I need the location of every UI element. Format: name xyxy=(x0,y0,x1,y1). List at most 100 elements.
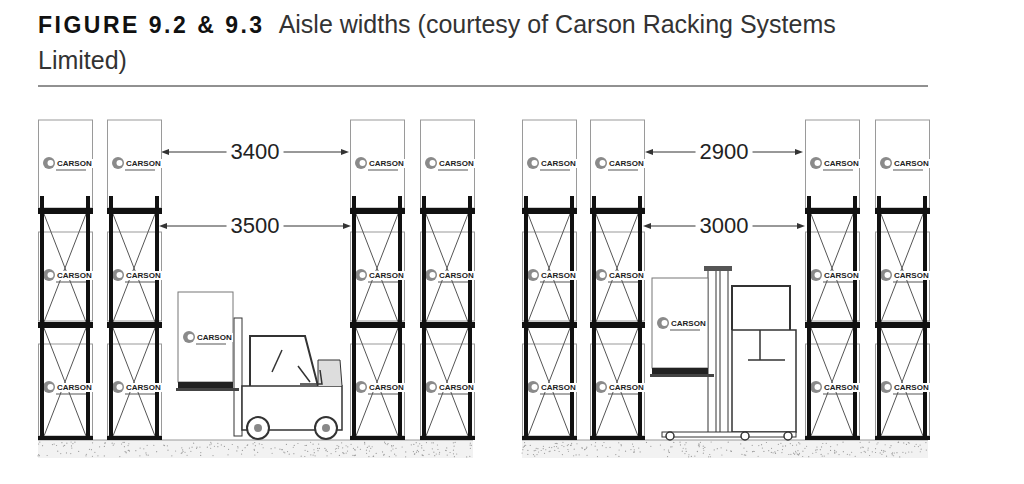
rack-beam xyxy=(350,322,405,328)
floor-dot xyxy=(345,445,346,446)
floor-dot xyxy=(347,446,348,447)
rack-bracing xyxy=(881,214,923,322)
floor-dot xyxy=(664,449,665,450)
floor-dot xyxy=(355,455,356,456)
logo-text: CARSON xyxy=(540,271,577,280)
floor-dot xyxy=(886,456,887,457)
floor-dot xyxy=(393,445,394,446)
floor-dot xyxy=(244,447,245,448)
floor-dot xyxy=(384,442,385,443)
rack-bracing xyxy=(113,328,155,436)
floor-dot xyxy=(347,450,348,451)
floor-dot xyxy=(47,455,48,456)
floor-dot xyxy=(196,447,197,448)
logo-icon xyxy=(425,381,437,393)
floor-dot xyxy=(777,450,778,451)
rack-base xyxy=(805,436,860,440)
floor-dot xyxy=(70,441,71,442)
floor-dot xyxy=(294,445,295,446)
floor-dot xyxy=(200,452,201,453)
floor-dot xyxy=(182,449,183,450)
rack-bracing xyxy=(596,214,638,322)
rack-base xyxy=(875,436,930,440)
rack-bracing xyxy=(356,214,398,322)
mast-head xyxy=(704,266,732,271)
floor-dot xyxy=(821,446,822,447)
floor-dot xyxy=(247,445,248,446)
floor-dot xyxy=(241,454,242,455)
floor-dot xyxy=(926,450,927,451)
floor-dot xyxy=(898,442,899,443)
floor-dot xyxy=(181,453,182,454)
floor-dot xyxy=(579,454,580,455)
rack-frame xyxy=(522,196,577,440)
floor-dot xyxy=(798,454,799,455)
floor-dot xyxy=(317,448,318,449)
floor-dot xyxy=(714,449,715,450)
floor-dot xyxy=(688,456,689,457)
floor-dot xyxy=(775,452,776,453)
floor-dot xyxy=(92,456,93,457)
floor-dot xyxy=(426,442,427,443)
logo-text: CARSON xyxy=(893,159,930,168)
floor-dot xyxy=(237,446,238,447)
floor-dot xyxy=(896,452,897,453)
floor-dot xyxy=(416,452,417,453)
floor-dot xyxy=(633,446,634,447)
pallet-load xyxy=(652,278,708,368)
floor-dot xyxy=(254,454,255,455)
floor-dot xyxy=(775,453,776,454)
floor-dot xyxy=(346,452,347,453)
floor-dot xyxy=(99,446,100,447)
pallet-load xyxy=(591,232,645,321)
logo-icon xyxy=(188,334,194,340)
floor-dot xyxy=(354,449,355,450)
seat xyxy=(298,366,322,384)
floor-dot xyxy=(327,451,328,452)
floor-dot xyxy=(796,444,797,445)
floor-dot xyxy=(61,442,62,443)
floor-dot xyxy=(72,443,73,444)
floor-dot xyxy=(293,453,294,454)
pallet-load xyxy=(351,344,405,436)
floor-dot xyxy=(618,456,619,457)
floor-dot xyxy=(89,449,90,450)
floor-dot xyxy=(860,442,861,443)
logo-icon xyxy=(43,381,55,393)
floor-dot xyxy=(38,454,39,455)
floor-dot xyxy=(209,444,210,445)
floor-dot xyxy=(898,442,899,443)
floor-dot xyxy=(466,456,467,457)
floor-dot xyxy=(820,449,821,450)
floor-dot xyxy=(39,441,40,442)
logo-text: CARSON xyxy=(608,383,645,392)
floor-dot xyxy=(730,450,731,451)
floor-dot xyxy=(119,456,120,457)
floor-dot xyxy=(700,442,701,443)
pallet xyxy=(178,382,233,388)
floor-dot xyxy=(538,451,539,452)
floor-dot xyxy=(236,450,237,451)
floor-dot xyxy=(193,443,194,444)
dimension-arrowhead xyxy=(643,223,651,229)
floor-dot xyxy=(615,454,616,455)
floor-dot xyxy=(744,454,745,455)
floor-dot xyxy=(364,442,365,443)
floor-dot xyxy=(597,449,598,450)
logo-text: CARSON xyxy=(125,159,162,168)
rack-bracing xyxy=(596,328,638,436)
logo-icon xyxy=(815,272,821,278)
floor-dot xyxy=(798,454,799,455)
pallet-load xyxy=(351,120,405,208)
floor-dot xyxy=(867,449,868,450)
rack-bracing xyxy=(881,328,923,436)
floor-dot xyxy=(187,455,188,456)
floor-dot xyxy=(370,448,371,449)
floor-dot xyxy=(354,455,355,456)
floor-dot xyxy=(405,456,406,457)
floor-dot xyxy=(752,451,753,452)
logo-text: CARSON xyxy=(368,383,405,392)
dimension-arrowhead xyxy=(159,223,167,229)
floor-dot xyxy=(310,454,311,455)
floor-dot xyxy=(254,450,255,451)
